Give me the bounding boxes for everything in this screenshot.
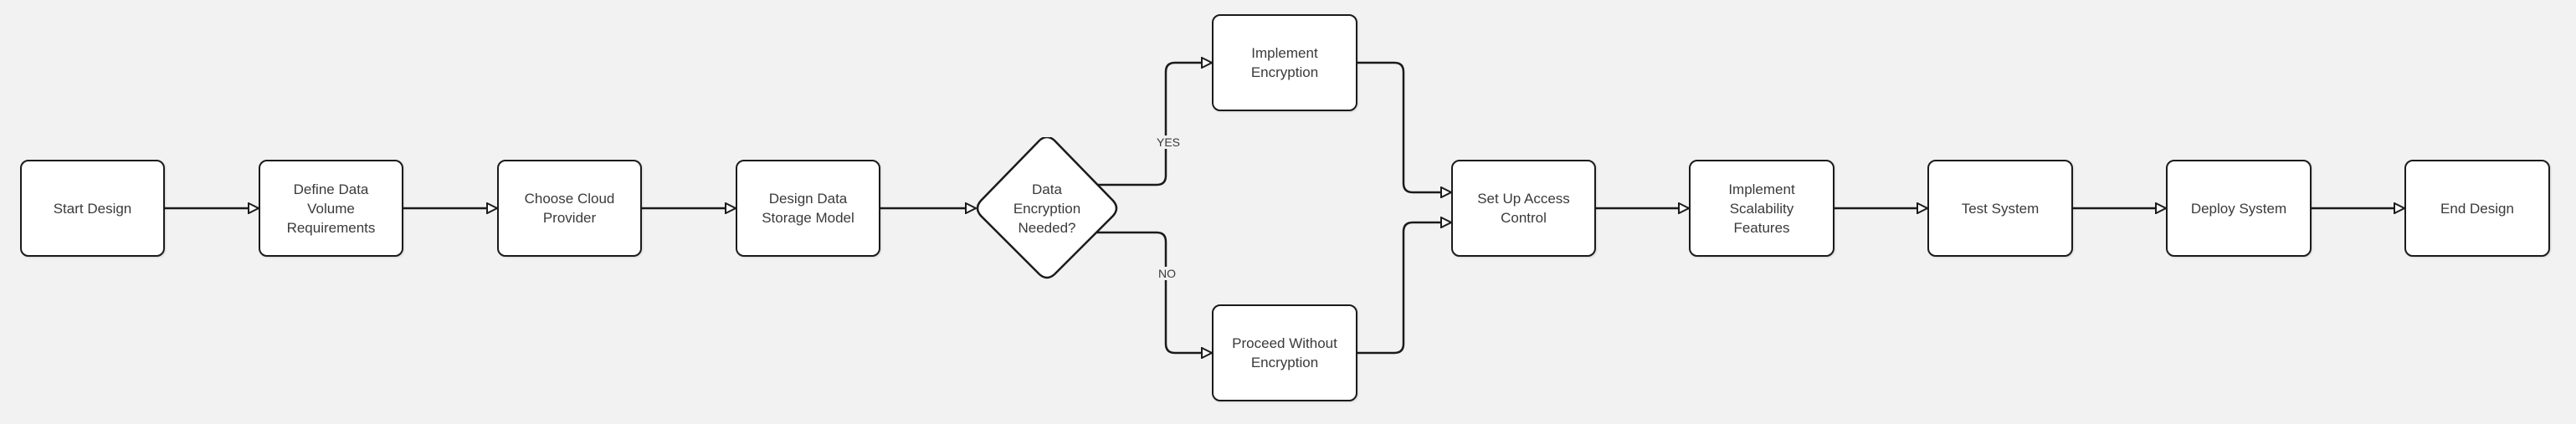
node-label: Choose Cloud Provider bbox=[524, 191, 615, 226]
node-label: Implement Scalability Features bbox=[1728, 181, 1795, 236]
node-label: Deploy System bbox=[2190, 200, 2287, 217]
edge-label-no: NO bbox=[1157, 267, 1178, 280]
decision-diamond bbox=[976, 137, 1118, 279]
node-label: Set Up Access Control bbox=[1477, 191, 1570, 226]
node-label: Data Encryption Needed? bbox=[1013, 181, 1081, 236]
node-label: Test System bbox=[1961, 200, 2040, 217]
node-decision-encryption[interactable]: Data Encryption Needed? bbox=[976, 137, 1118, 279]
node-define-data-volume[interactable]: Define Data Volume Requirements bbox=[259, 160, 403, 257]
node-access-control[interactable]: Set Up Access Control bbox=[1451, 160, 1596, 257]
node-label: Design Data Storage Model bbox=[762, 191, 854, 226]
node-label: End Design bbox=[2440, 200, 2514, 217]
edge-noencrypt-to-access bbox=[1357, 222, 1451, 355]
node-choose-cloud-provider[interactable]: Choose Cloud Provider bbox=[497, 160, 642, 257]
node-design-storage-model[interactable]: Design Data Storage Model bbox=[736, 160, 880, 257]
node-scalability-features[interactable]: Implement Scalability Features bbox=[1689, 160, 1835, 257]
node-label: Start Design bbox=[53, 200, 132, 217]
edge-decision-no bbox=[1092, 231, 1212, 353]
node-label: Implement Encryption bbox=[1250, 45, 1319, 80]
edge-decision-yes bbox=[1092, 63, 1212, 186]
node-end-design[interactable]: End Design bbox=[2404, 160, 2550, 257]
edge-label-yes: YES bbox=[1155, 135, 1183, 149]
node-label: Proceed Without Encryption bbox=[1232, 335, 1337, 370]
node-test-system[interactable]: Test System bbox=[1927, 160, 2073, 257]
node-label: Define Data Volume Requirements bbox=[286, 181, 376, 236]
node-deploy-system[interactable]: Deploy System bbox=[2166, 160, 2312, 257]
node-start-design[interactable]: Start Design bbox=[20, 160, 165, 257]
node-proceed-without-encryption[interactable]: Proceed Without Encryption bbox=[1212, 304, 1357, 401]
edge-encrypt-to-access bbox=[1357, 61, 1451, 192]
node-implement-encryption[interactable]: Implement Encryption bbox=[1212, 14, 1357, 111]
